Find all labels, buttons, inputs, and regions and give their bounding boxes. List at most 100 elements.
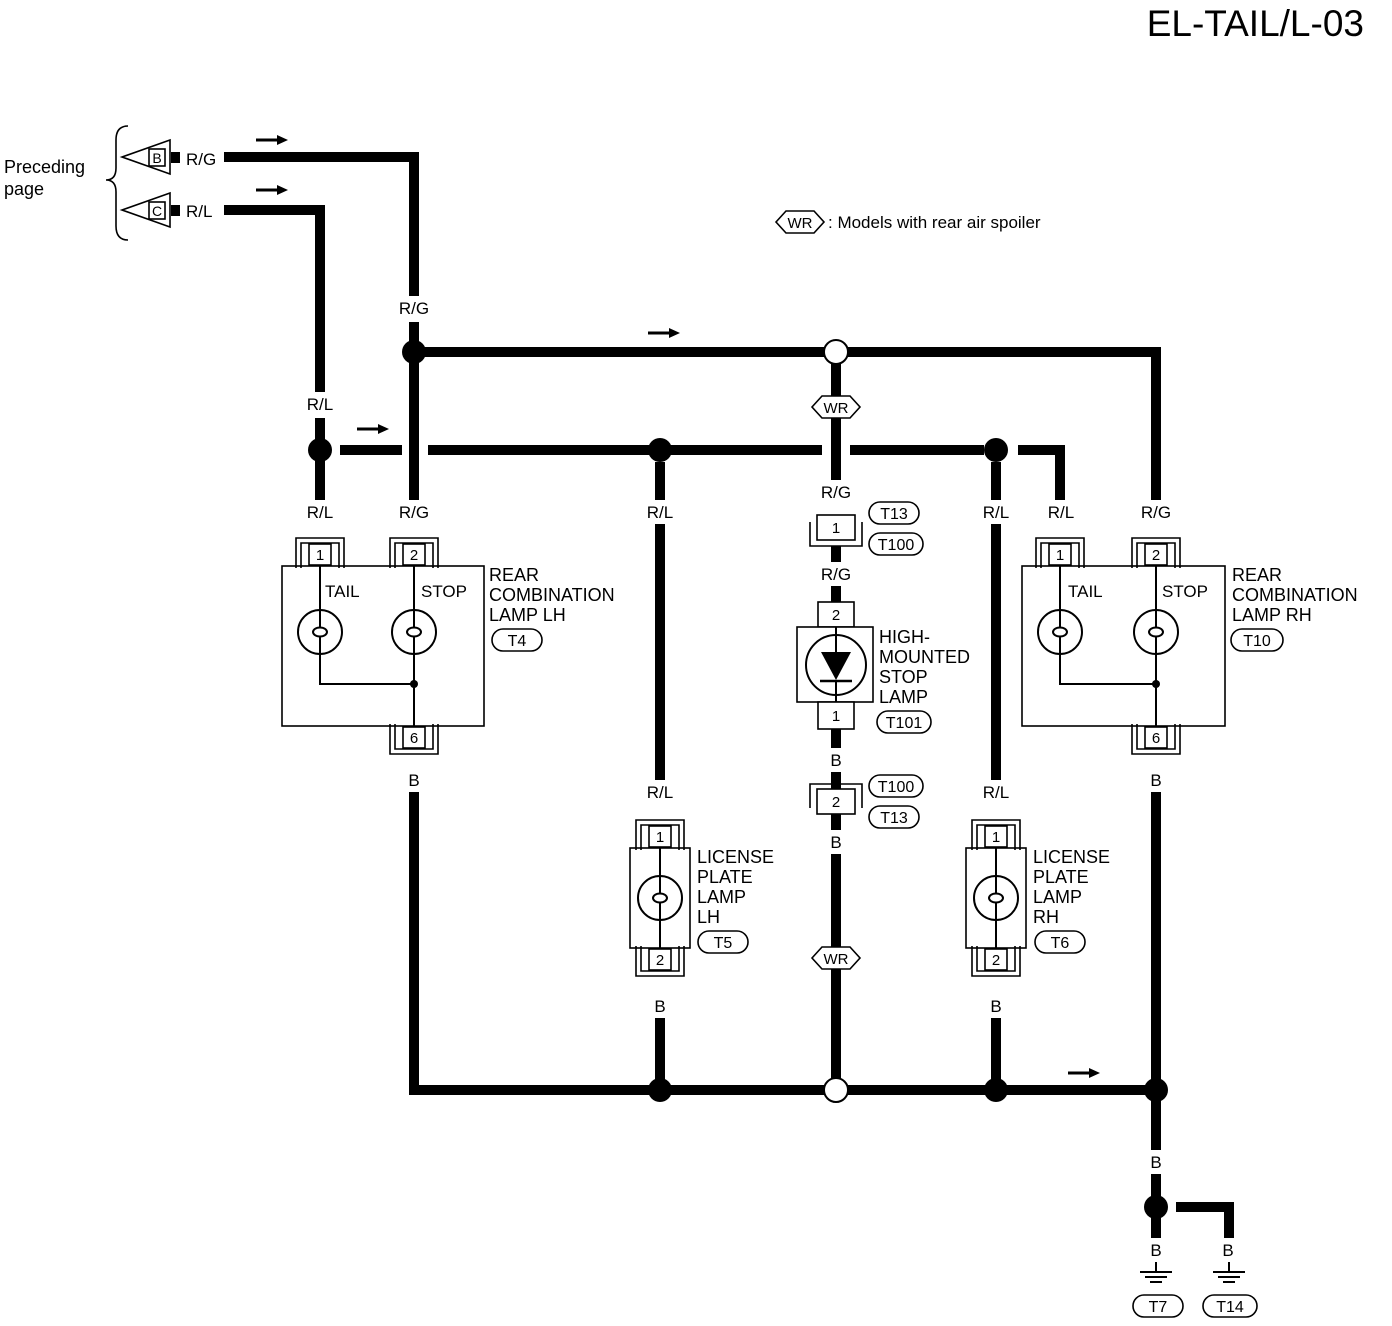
connector-bracket bbox=[809, 783, 863, 808]
connector-id-oval bbox=[1132, 1294, 1184, 1318]
spoiler-option-tag bbox=[810, 946, 862, 970]
option-splice-node bbox=[823, 1077, 849, 1103]
license-plate-lamp-lh: 1 2 LICENSE PLATE LAMP LH T5 bbox=[629, 819, 774, 977]
arrow-right-icon bbox=[357, 424, 389, 434]
connector-id-oval bbox=[697, 930, 749, 954]
connector-id: T10 bbox=[1243, 633, 1271, 650]
high-mounted-stop-lamp: 2 1 HIGH- MOUNTED STOP LAMP T101 bbox=[796, 601, 970, 734]
input-c-letter: C bbox=[152, 203, 162, 219]
legend-text: : Models with rear air spoiler bbox=[828, 213, 1041, 232]
junction-node bbox=[402, 340, 426, 364]
connector-id-oval bbox=[1034, 930, 1086, 954]
component-name: REAR bbox=[1232, 565, 1282, 585]
component-name: STOP bbox=[879, 667, 928, 687]
rear-combination-lamp-rh: 1 2 6 TAIL STOP REAR COMBINATION LAMP RH… bbox=[1021, 537, 1358, 755]
input-c-terminal bbox=[171, 205, 180, 216]
component-name: LAMP LH bbox=[489, 605, 566, 625]
bulb-icon bbox=[1133, 609, 1179, 655]
bulb-label-tail: TAIL bbox=[325, 582, 360, 601]
pin-number: 1 bbox=[656, 829, 664, 846]
bulb-label-stop: STOP bbox=[421, 582, 467, 601]
input-b-terminal bbox=[171, 152, 180, 163]
component-name: LH bbox=[697, 907, 720, 927]
wire-labels: R/G R/L R/L R/G R/L R/G R/L R/L R/G R/G … bbox=[307, 299, 1234, 1260]
wires bbox=[224, 152, 1234, 1238]
connector-pin bbox=[816, 514, 856, 541]
junction-node bbox=[648, 1078, 672, 1102]
wire-label: R/G bbox=[1141, 503, 1171, 522]
spoiler-option-tag-text: WR bbox=[824, 400, 849, 417]
input-b: B R/G bbox=[119, 138, 216, 176]
component-name: HIGH- bbox=[879, 627, 930, 647]
connector-pin bbox=[817, 701, 855, 730]
junction-node bbox=[984, 438, 1008, 462]
wire-label: R/G bbox=[399, 299, 429, 318]
wire-label: R/L bbox=[307, 395, 333, 414]
bulb-icon bbox=[973, 875, 1019, 921]
bulb-label-stop: STOP bbox=[1162, 582, 1208, 601]
pin-number: 1 bbox=[1056, 547, 1064, 564]
input-c-wire-color: R/L bbox=[186, 202, 212, 221]
wire-label: B bbox=[830, 751, 841, 770]
component-name: PLATE bbox=[1033, 867, 1089, 887]
connector-id: T13 bbox=[880, 506, 908, 523]
wire-label: R/G bbox=[821, 565, 851, 584]
connector-id-oval bbox=[868, 774, 924, 798]
connector-id-oval bbox=[1202, 1294, 1258, 1318]
wire-label: R/G bbox=[821, 483, 851, 502]
wire-label: R/L bbox=[647, 783, 673, 802]
wire-label: B bbox=[654, 997, 665, 1016]
connector-id-oval bbox=[868, 501, 920, 525]
component-name: LICENSE bbox=[697, 847, 774, 867]
page-code: EL-TAIL/L-03 bbox=[1147, 3, 1364, 44]
junction-node bbox=[1144, 1195, 1168, 1219]
spoiler-option-tag bbox=[774, 210, 826, 234]
connector-id: T13 bbox=[880, 810, 908, 827]
connector-id-oval bbox=[868, 532, 924, 556]
connector-id-oval bbox=[491, 628, 543, 652]
wire-rg-input bbox=[224, 152, 419, 296]
wire-label: B bbox=[408, 771, 419, 790]
arrow-right-icon bbox=[256, 135, 288, 145]
license-plate-lamp-rh: 1 2 LICENSE PLATE LAMP RH T6 bbox=[965, 819, 1110, 977]
connector-id: T14 bbox=[1216, 1299, 1244, 1316]
wire-label: B bbox=[1150, 1241, 1161, 1260]
pin-number: 2 bbox=[832, 607, 840, 624]
wire-label: R/L bbox=[307, 503, 333, 522]
pin-number: 2 bbox=[656, 952, 664, 969]
joint-connector-upper: 1 T13 T100 bbox=[809, 501, 924, 556]
connector-id: T100 bbox=[878, 779, 915, 796]
connector-bracket bbox=[809, 522, 863, 547]
connector-id: T6 bbox=[1051, 935, 1070, 952]
wire-rl-input bbox=[224, 205, 325, 392]
arrow-right-icon bbox=[256, 185, 288, 195]
option-splice-node bbox=[823, 339, 849, 365]
wire-label: B bbox=[1222, 1241, 1233, 1260]
pin-number: 1 bbox=[832, 708, 840, 725]
connector-id: T4 bbox=[508, 633, 527, 650]
wire-label: B bbox=[830, 833, 841, 852]
input-b-letter: B bbox=[152, 150, 161, 166]
preceding-page-reference: Preceding page bbox=[4, 125, 129, 241]
joint-connector-lower: 2 T100 T13 bbox=[809, 774, 924, 829]
input-c-letter-box bbox=[148, 201, 166, 220]
ground-t7: T7 bbox=[1132, 1262, 1184, 1318]
pin-number: 1 bbox=[832, 520, 840, 537]
wire-label: R/G bbox=[399, 503, 429, 522]
pin-number: 1 bbox=[316, 547, 324, 564]
wire-label: B bbox=[1150, 771, 1161, 790]
component-name: COMBINATION bbox=[1232, 585, 1358, 605]
input-b-letter-box bbox=[148, 148, 166, 167]
connector-id-oval bbox=[868, 805, 920, 829]
internal-wiring bbox=[319, 566, 415, 726]
connector-id: T101 bbox=[886, 715, 923, 732]
wire-label: R/L bbox=[1048, 503, 1074, 522]
pin-number: 2 bbox=[410, 547, 418, 564]
wire-ground-t14 bbox=[1176, 1202, 1234, 1238]
wire-label: R/L bbox=[983, 783, 1009, 802]
wire-rg-bus-right bbox=[848, 347, 1161, 500]
junction-node bbox=[308, 438, 332, 462]
rear-combination-lamp-lh: 1 2 6 TAIL STOP REAR COMBINATION LAMP LH… bbox=[281, 537, 615, 755]
ground-icon bbox=[1213, 1262, 1245, 1283]
preceding-label-line1: Preceding bbox=[4, 157, 85, 177]
